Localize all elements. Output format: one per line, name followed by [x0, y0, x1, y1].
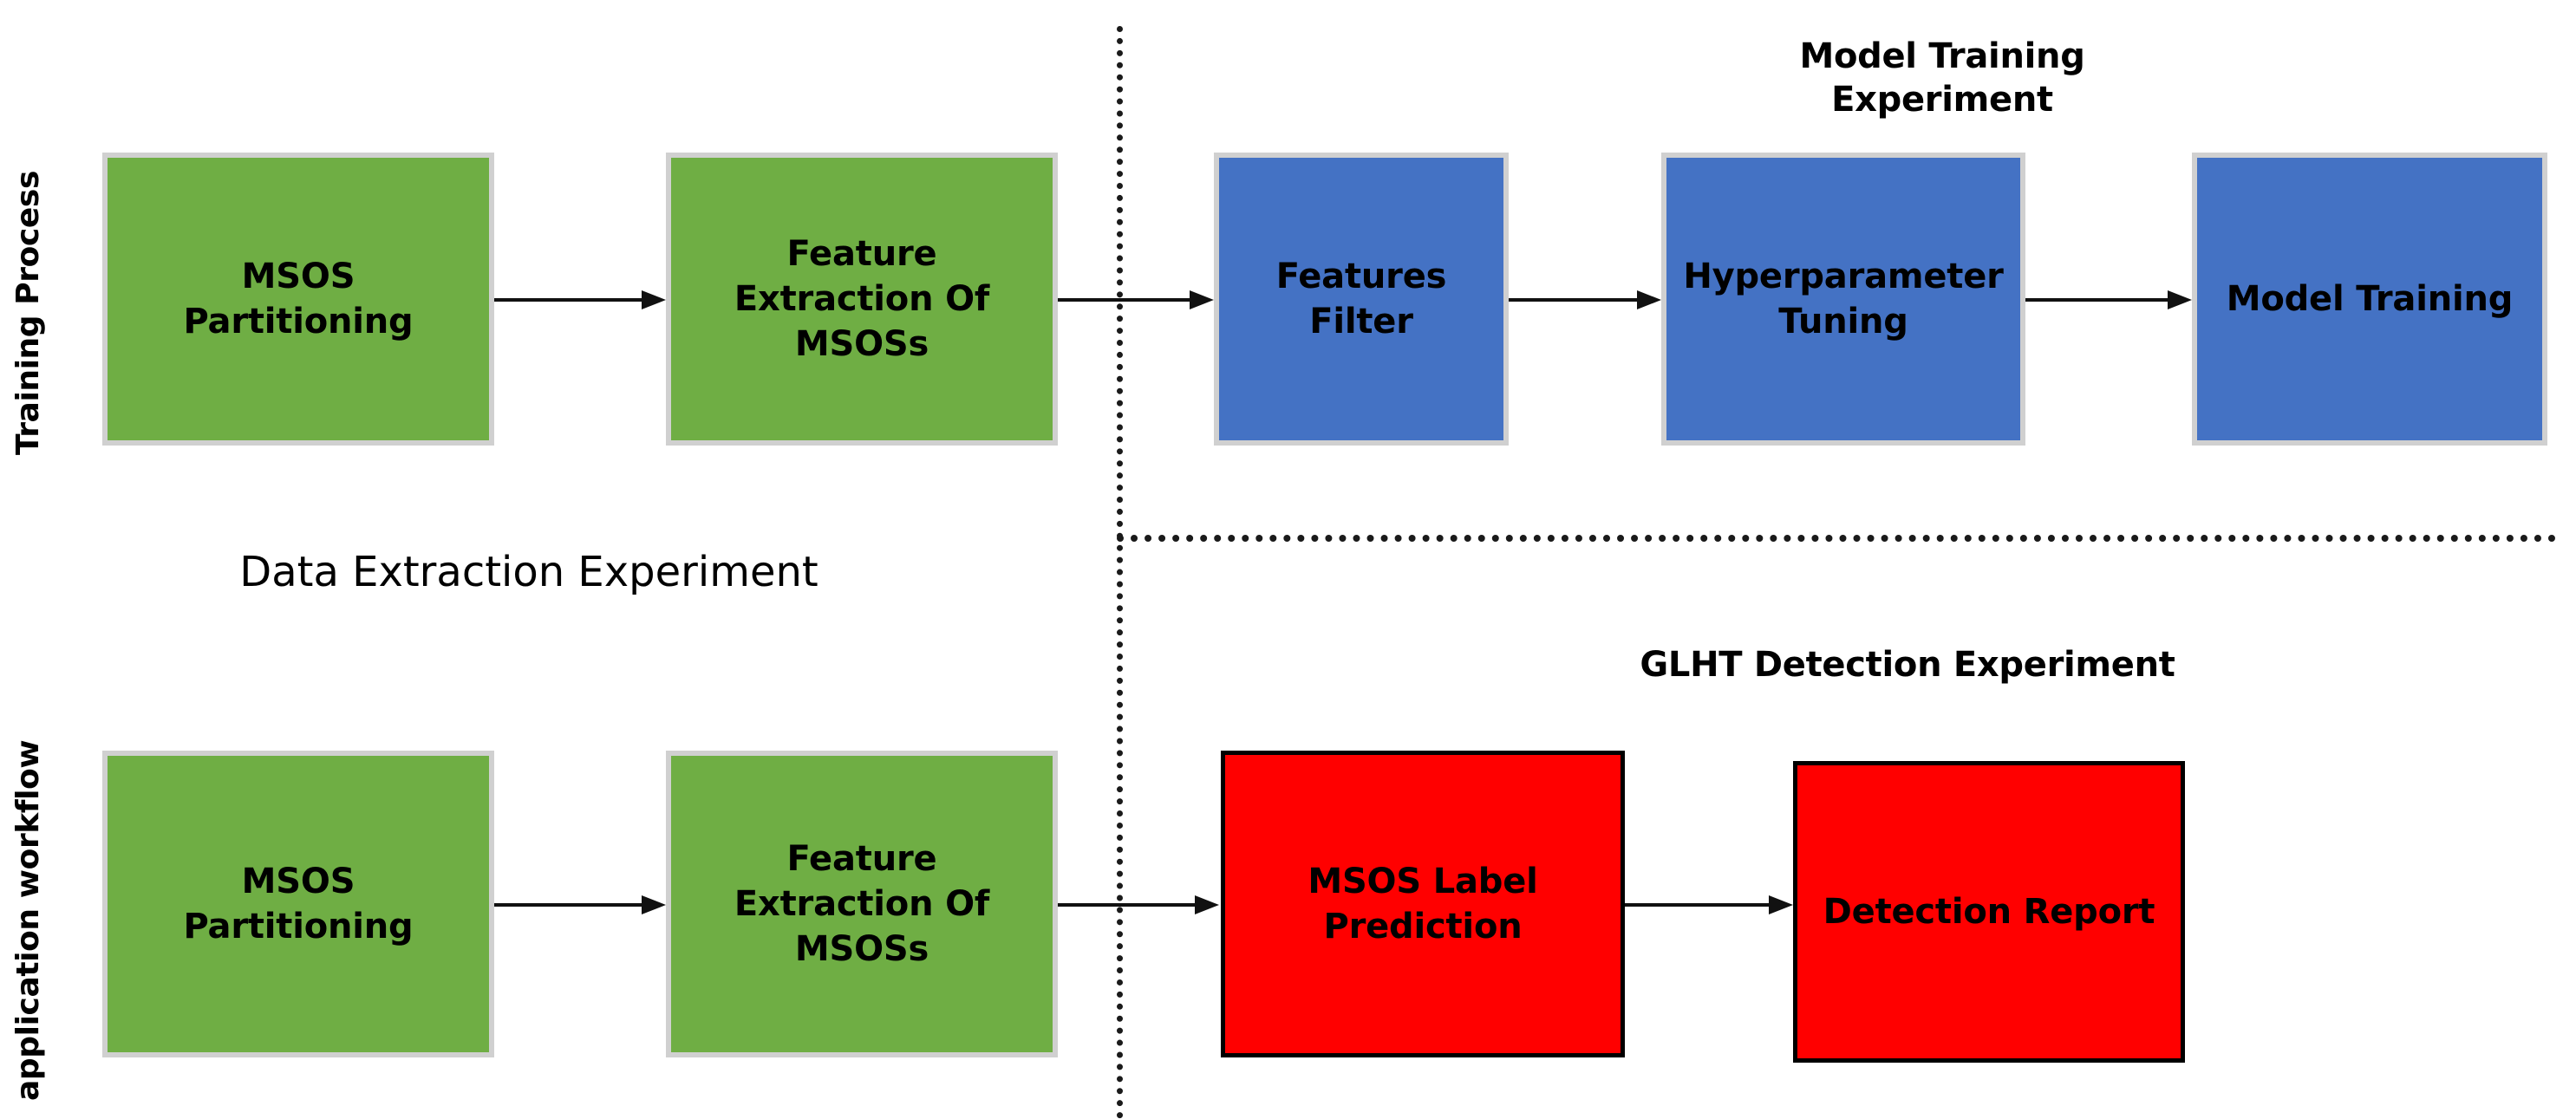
node-model-training[interactable]: Model Training [2192, 153, 2547, 446]
arrow-training-4 [2025, 290, 2194, 310]
node-feature-extraction-training[interactable]: Feature Extraction Of MSOSs [666, 153, 1058, 446]
arrow-application-3 [1625, 895, 1795, 915]
node-hyperparameter-tuning[interactable]: Hyperparameter Tuning [1661, 153, 2025, 446]
arrow-application-2 [1058, 895, 1221, 915]
side-label-application-workflow: application workflow [10, 739, 46, 1101]
arrow-training-2 [1058, 290, 1216, 310]
side-label-training-process: Training Process [10, 171, 46, 455]
node-detection-report[interactable]: Detection Report [1793, 761, 2185, 1063]
node-msos-partitioning-application[interactable]: MSOS Partitioning [102, 751, 494, 1057]
caption-glht-detection-experiment: GLHT Detection Experiment [1640, 645, 2175, 685]
node-msos-label-prediction[interactable]: MSOS Label Prediction [1221, 751, 1625, 1057]
node-msos-partitioning-training[interactable]: MSOS Partitioning [102, 153, 494, 446]
arrow-training-1 [494, 290, 668, 310]
horizontal-dashed-divider [1117, 535, 2556, 542]
arrow-application-1 [494, 895, 668, 915]
vertical-dashed-divider [1117, 26, 1123, 1119]
arrow-training-3 [1509, 290, 1663, 310]
caption-data-extraction-experiment: Data Extraction Experiment [239, 548, 818, 596]
node-feature-extraction-application[interactable]: Feature Extraction Of MSOSs [666, 751, 1058, 1057]
node-features-filter[interactable]: Features Filter [1214, 153, 1509, 446]
caption-model-training-experiment: Model Training Experiment [1799, 36, 2085, 120]
